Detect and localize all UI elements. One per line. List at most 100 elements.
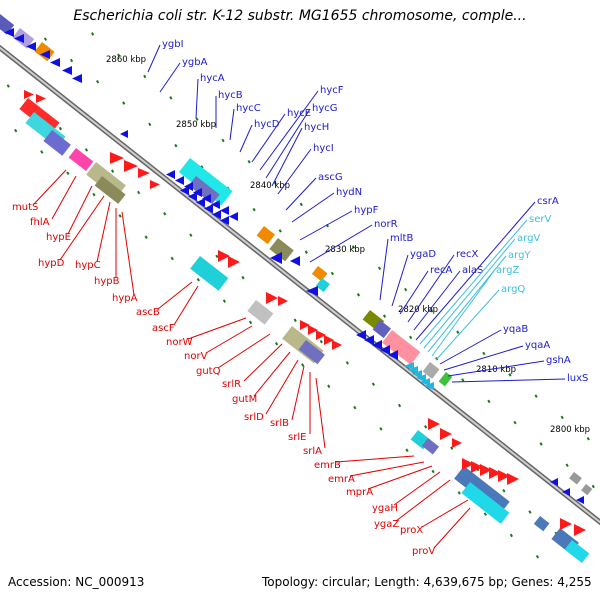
gene-arrow (471, 461, 483, 473)
gene-label[interactable]: srlD (244, 412, 264, 423)
gene-label[interactable]: hycI (313, 143, 334, 154)
gene-label[interactable]: hypB (94, 276, 120, 287)
gene-arrow (228, 256, 240, 268)
gene-leader-line (195, 78, 199, 119)
gene-label[interactable]: srlE (288, 432, 306, 443)
gene-arrow (180, 186, 189, 195)
tick-mark (14, 128, 18, 133)
gene-label[interactable]: ascG (318, 172, 343, 183)
gene-label[interactable]: recA (430, 265, 453, 276)
gene-arrow (576, 496, 584, 504)
gene-label[interactable]: alaS (462, 265, 483, 276)
tick-mark (84, 148, 89, 152)
tick-mark (144, 235, 148, 239)
gene-label[interactable]: luxS (567, 373, 588, 384)
kbp-label: 2800 kbp (550, 425, 590, 435)
tick-mark (424, 425, 428, 429)
feature-block (311, 266, 328, 282)
gene-label[interactable]: srlB (270, 418, 289, 429)
gene-label[interactable]: csrA (537, 196, 559, 207)
tick-mark (430, 309, 434, 313)
gene-label[interactable]: ygbA (182, 57, 208, 68)
tick-mark (117, 53, 121, 58)
gene-label[interactable]: mprA (346, 487, 373, 498)
feature-block (421, 438, 440, 455)
feature-block (34, 42, 55, 62)
gene-label[interactable]: fhlA (30, 217, 50, 228)
gene-label[interactable]: hypC (75, 260, 101, 271)
gene-leader-line (285, 177, 317, 211)
gene-label[interactable]: proX (400, 525, 423, 536)
gene-arrow (166, 170, 175, 179)
gene-label[interactable]: emrA (328, 474, 355, 485)
gene-label[interactable]: hycG (312, 103, 338, 114)
gene-label[interactable]: hypA (112, 293, 138, 304)
gene-arrow (440, 428, 452, 440)
backbone-highlight (0, 46, 600, 524)
kbp-label: 2860 kbp (106, 55, 146, 65)
gene-label[interactable]: mutS (12, 202, 38, 213)
gene-label[interactable]: ascF (152, 323, 175, 334)
gene-leader-line (187, 317, 247, 340)
gene-label[interactable]: gutM (232, 394, 257, 405)
gene-label[interactable]: norR (374, 219, 398, 230)
gene-label[interactable]: emrB (314, 460, 341, 471)
gene-leader-line (243, 343, 283, 382)
tick-mark (222, 299, 227, 303)
tick-mark (405, 448, 409, 452)
gene-label[interactable]: hycB (218, 90, 243, 101)
tick-mark (539, 442, 543, 446)
gene-label[interactable]: hydN (336, 187, 362, 198)
gene-label[interactable]: hycF (320, 85, 344, 96)
gene-label[interactable]: argV (517, 233, 540, 244)
gene-label[interactable]: argQ (501, 284, 525, 295)
gene-label[interactable]: hypF (354, 205, 379, 216)
gene-label[interactable]: srlA (303, 446, 322, 457)
gene-label[interactable]: recX (456, 249, 479, 260)
gene-label[interactable]: argY (508, 250, 531, 261)
gene-label[interactable]: hycC (236, 103, 261, 114)
tick-mark (482, 351, 486, 356)
topology-text: Topology: circular; Length: 4,639,675 bp… (262, 575, 592, 589)
tick-mark (195, 117, 199, 121)
gene-label[interactable]: hycH (304, 122, 329, 133)
gene-label[interactable]: mltB (390, 233, 413, 244)
gene-label[interactable]: srlR (222, 379, 241, 390)
gene-label[interactable]: hypD (38, 258, 65, 269)
gene-label[interactable]: ygaH (372, 503, 398, 514)
gene-label[interactable]: proV (412, 546, 435, 557)
tick-mark (327, 384, 331, 389)
gene-label[interactable]: hycE (287, 108, 311, 119)
gene-label[interactable]: argZ (496, 265, 519, 276)
gene-label[interactable]: serV (529, 214, 551, 225)
gene-leader-line (407, 254, 455, 323)
gene-leader-line (229, 108, 235, 141)
feature-block (461, 481, 510, 524)
tick-mark (299, 202, 303, 207)
tick-mark (248, 320, 253, 325)
gene-arrow (218, 250, 230, 262)
gene-label[interactable]: hycD (254, 119, 280, 130)
tick-mark (96, 79, 100, 84)
gene-arrow (507, 473, 519, 485)
gene-label[interactable]: gutQ (196, 366, 221, 377)
gene-label[interactable]: hycA (200, 73, 225, 84)
gene-label[interactable]: gshA (546, 355, 571, 366)
gene-label[interactable]: ygaD (410, 249, 436, 260)
gene-label[interactable]: hypE (46, 232, 71, 243)
gene-leader-line (291, 365, 305, 421)
gene-label[interactable]: norV (184, 351, 208, 362)
gene-label[interactable]: norW (166, 337, 193, 348)
gene-label[interactable]: yqaA (525, 340, 550, 351)
feature-block (188, 175, 220, 204)
gene-label[interactable]: yqaB (503, 324, 528, 335)
feature-block (315, 278, 330, 293)
feature-block (256, 226, 276, 245)
gene-label[interactable]: ascB (136, 307, 160, 318)
tick-mark (461, 378, 465, 382)
feature-block (43, 130, 71, 156)
gene-label[interactable]: ygbI (162, 39, 184, 50)
gene-arrow (62, 66, 72, 75)
gene-label[interactable]: ygaZ (374, 519, 399, 530)
